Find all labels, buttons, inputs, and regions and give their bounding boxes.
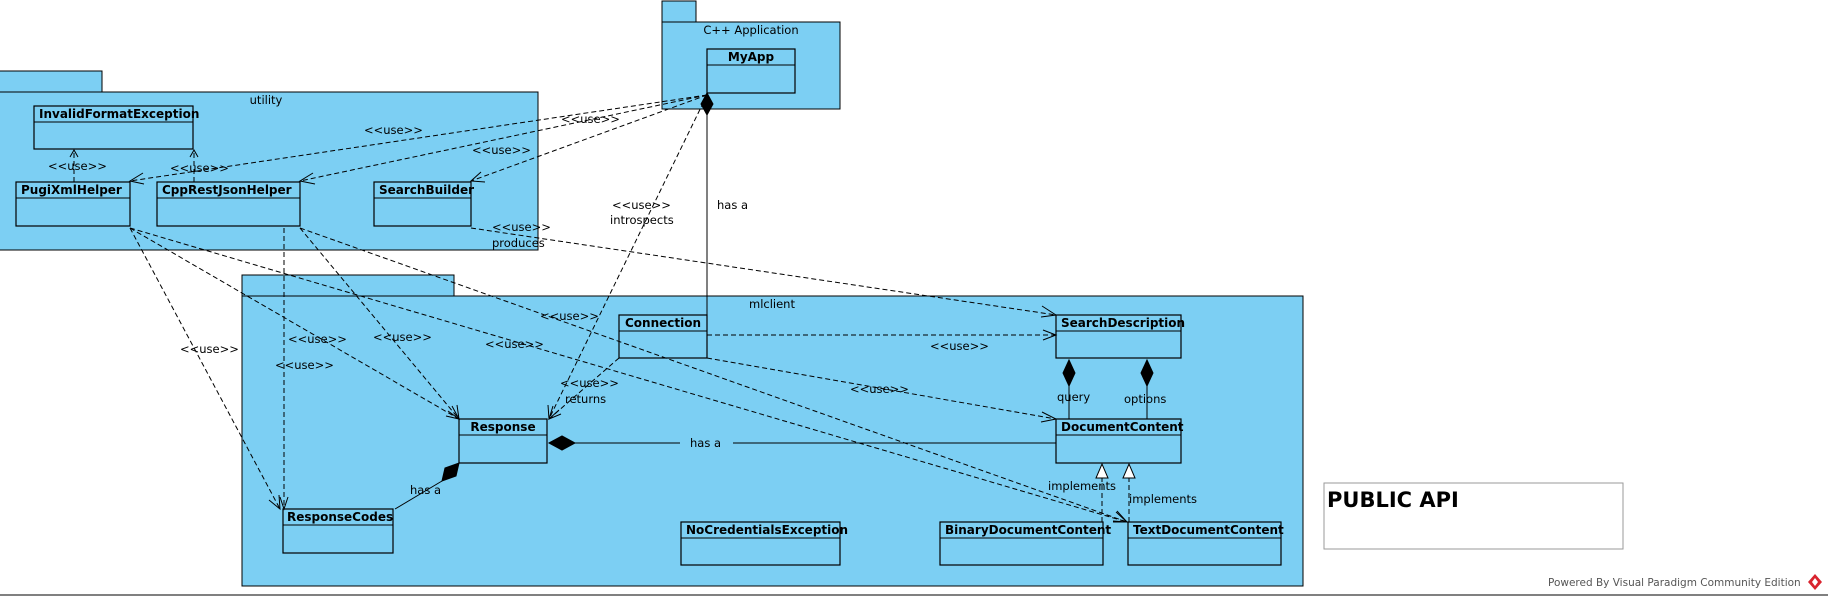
class-response-codes-name: ResponseCodes xyxy=(287,510,393,524)
class-document-content-name: DocumentContent xyxy=(1061,420,1184,434)
note-public-api[interactable]: PUBLIC API xyxy=(1323,482,1624,550)
label-use-connection-documentcontent: <<use>> xyxy=(850,382,909,396)
class-text-document-content[interactable]: TextDocumentContent xyxy=(1127,521,1284,566)
class-response[interactable]: Response xyxy=(458,418,548,464)
label-use-myapp-searchbuilder: <<use>> xyxy=(472,143,531,157)
package-cpp-application-name: C++ Application xyxy=(703,23,798,37)
class-binary-document-content-name: BinaryDocumentContent xyxy=(945,523,1111,537)
class-response-name: Response xyxy=(470,420,535,434)
package-utility-name: utility xyxy=(250,93,283,107)
class-response-codes[interactable]: ResponseCodes xyxy=(282,508,394,554)
class-pugi-xml-helper[interactable]: PugiXmlHelper xyxy=(15,181,131,227)
realization-text-documentcontent xyxy=(1122,462,1136,522)
label-query: query xyxy=(1057,390,1090,404)
composition-response-responsecodes xyxy=(394,462,460,510)
visual-paradigm-logo-icon xyxy=(1808,574,1822,590)
package-mlclient-name: mlclient xyxy=(749,297,795,311)
class-connection[interactable]: Connection xyxy=(618,314,708,359)
composition-searchdescription-options xyxy=(1140,358,1154,419)
label-use-pugi-responsecodes: <<use>> xyxy=(180,342,239,356)
dependency-cpprest-invalidformat xyxy=(189,148,199,182)
label-has-a-connection: has a xyxy=(717,198,748,212)
class-cpp-rest-json-helper[interactable]: CppRestJsonHelper xyxy=(156,181,301,227)
dependency-connection-searchdescription xyxy=(707,329,1058,341)
label-use-pugi-textdoc: <<use>> xyxy=(485,337,544,351)
label-has-a-documentcontent: has a xyxy=(690,436,721,450)
label-use-cpprest-responsecodes: <<use>> xyxy=(275,358,334,372)
dependency-cpprest-responsecodes xyxy=(279,228,289,511)
class-text-document-content-name: TextDocumentContent xyxy=(1133,523,1284,537)
dependency-searchbuilder-searchdescription xyxy=(470,227,1058,318)
label-produces: produces xyxy=(492,236,545,250)
dependency-cpprest-response xyxy=(299,227,460,421)
label-use-cpprest-textdoc: <<use>> xyxy=(540,309,599,323)
class-pugi-xml-helper-name: PugiXmlHelper xyxy=(21,183,122,197)
label-implements-binary: implements xyxy=(1048,479,1116,493)
class-document-content[interactable]: DocumentContent xyxy=(1055,418,1184,464)
class-invalid-format-exception-name: InvalidFormatException xyxy=(39,107,199,121)
label-use-connection-response: <<use>> xyxy=(560,376,619,390)
class-search-builder-name: SearchBuilder xyxy=(379,183,474,197)
label-use-myapp-response: <<use>> xyxy=(612,198,671,212)
class-binary-document-content[interactable]: BinaryDocumentContent xyxy=(939,521,1111,566)
dependency-connection-response xyxy=(548,357,620,420)
dependency-pugi-responsecodes xyxy=(129,227,281,511)
label-use-connection-searchdescription: <<use>> xyxy=(930,339,989,353)
label-use-cpprest-response: <<use>> xyxy=(373,330,432,344)
class-search-builder[interactable]: SearchBuilder xyxy=(373,181,474,227)
label-use-pugi-invalidformat: <<use>> xyxy=(48,159,107,173)
class-cpp-rest-json-helper-name: CppRestJsonHelper xyxy=(162,183,292,197)
class-invalid-format-exception[interactable]: InvalidFormatException xyxy=(33,105,199,150)
label-use-pugi-response: <<use>> xyxy=(288,332,347,346)
dependency-cpprest-textdocumentcontent xyxy=(299,227,1129,523)
class-search-description-name: SearchDescription xyxy=(1061,316,1185,330)
realization-binary-documentcontent xyxy=(1095,462,1109,522)
label-implements-text: implements xyxy=(1129,492,1197,506)
composition-searchdescription-query xyxy=(1062,358,1076,419)
class-myapp-name: MyApp xyxy=(728,50,775,64)
composition-myapp-connection xyxy=(700,91,714,315)
dependency-connection-documentcontent xyxy=(706,357,1058,423)
label-options: options xyxy=(1124,392,1166,406)
composition-response-documentcontent xyxy=(547,435,1056,451)
class-no-credentials-exception-name: NoCredentialsException xyxy=(686,523,848,537)
label-introspects: introspects xyxy=(610,213,674,227)
label-use-myapp-cpprest: <<use>> xyxy=(561,112,620,126)
class-myapp[interactable]: MyApp xyxy=(706,48,796,94)
dependency-pugi-invalidformat xyxy=(69,148,79,182)
label-has-a-responsecodes: has a xyxy=(410,483,441,497)
class-no-credentials-exception[interactable]: NoCredentialsException xyxy=(680,521,848,566)
class-search-description[interactable]: SearchDescription xyxy=(1055,314,1185,359)
label-use-searchbuilder: <<use>> xyxy=(492,220,551,234)
dependency-myapp-cpprestjsonhelper xyxy=(298,94,708,185)
dependency-myapp-searchbuilder xyxy=(469,94,708,183)
label-returns: returns xyxy=(565,392,606,406)
note-public-api-text: PUBLIC API xyxy=(1327,488,1459,512)
label-use-cpprest-invalidformat: <<use>> xyxy=(170,161,229,175)
dependency-myapp-pugixmlhelper xyxy=(128,94,708,185)
class-connection-name: Connection xyxy=(625,316,701,330)
label-use-myapp-pugi: <<use>> xyxy=(364,123,423,137)
powered-by-text: Powered By Visual Paradigm Community Edi… xyxy=(1548,577,1801,589)
